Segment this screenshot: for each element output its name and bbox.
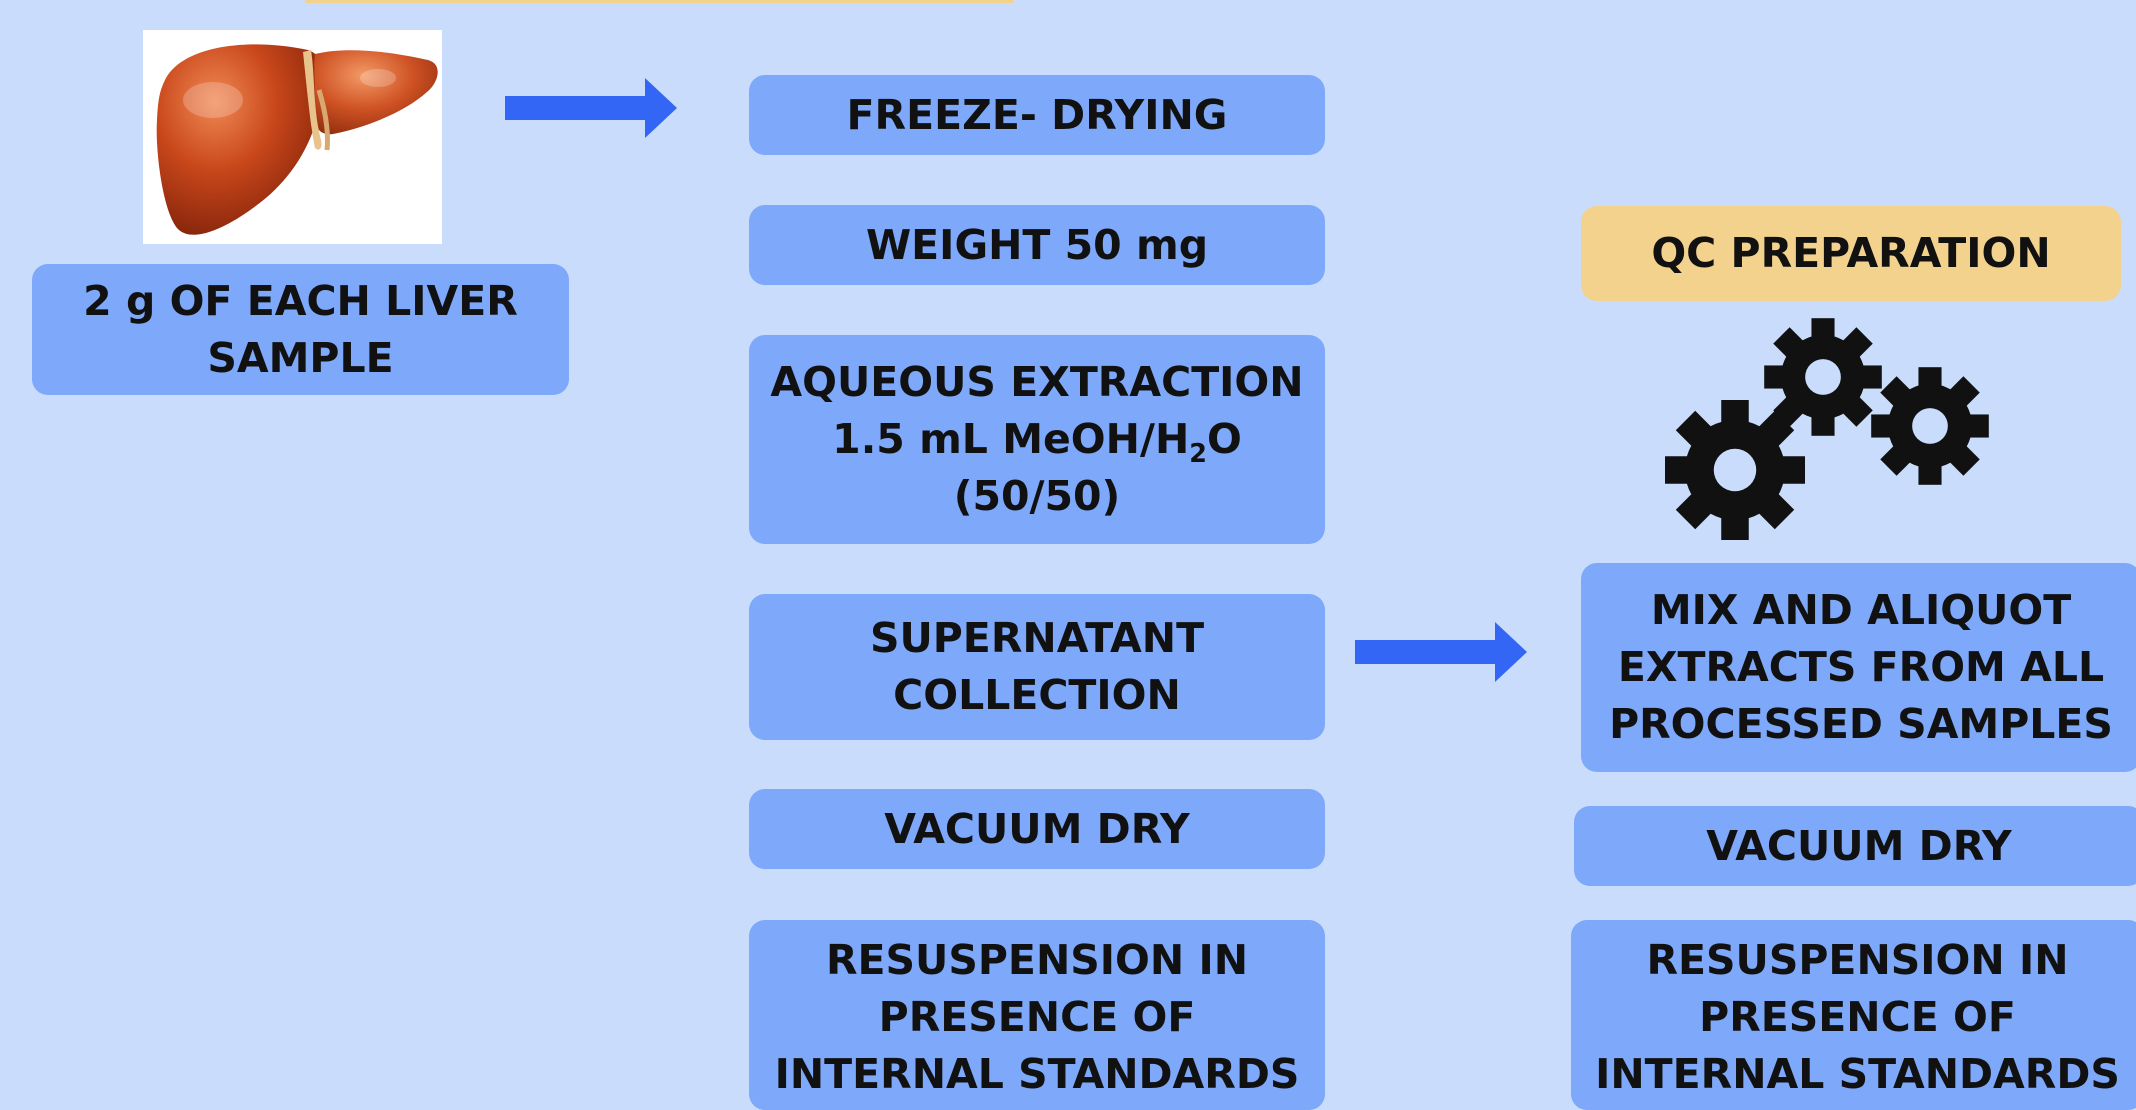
top-accent-bar (305, 0, 1013, 3)
step-supernatant-collection: SUPERNATANT COLLECTION (749, 594, 1325, 740)
qc-step-vacuum-dry: VACUUM DRY (1574, 806, 2136, 886)
qc-preparation-header: QC PREPARATION (1581, 206, 2121, 301)
qc-step-resuspension: RESUSPENSION IN PRESENCE OF INTERNAL STA… (1571, 920, 2136, 1110)
gears-icon (1665, 318, 1989, 540)
arrow-right-icon (505, 78, 677, 138)
extraction-ratio: (50/50) (953, 472, 1121, 520)
step-vacuum-dry: VACUUM DRY (749, 789, 1325, 869)
liver-sample-label: 2 g OF EACH LIVER SAMPLE (32, 264, 569, 395)
step-freeze-drying: FREEZE- DRYING (749, 75, 1325, 155)
extraction-title: AQUEOUS EXTRACTION (770, 358, 1304, 406)
step-resuspension: RESUSPENSION IN PRESENCE OF INTERNAL STA… (749, 920, 1325, 1110)
step-weight: WEIGHT 50 mg (749, 205, 1325, 285)
extraction-solvent: 1.5 mL MeOH/H2O (832, 415, 1242, 468)
step-aqueous-extraction: AQUEOUS EXTRACTION 1.5 mL MeOH/H2O (50/5… (749, 335, 1325, 544)
liver-image (143, 30, 442, 244)
qc-step-mix-aliquot: MIX AND ALIQUOT EXTRACTS FROM ALL PROCES… (1581, 563, 2136, 772)
arrow-right-icon (1355, 622, 1527, 682)
